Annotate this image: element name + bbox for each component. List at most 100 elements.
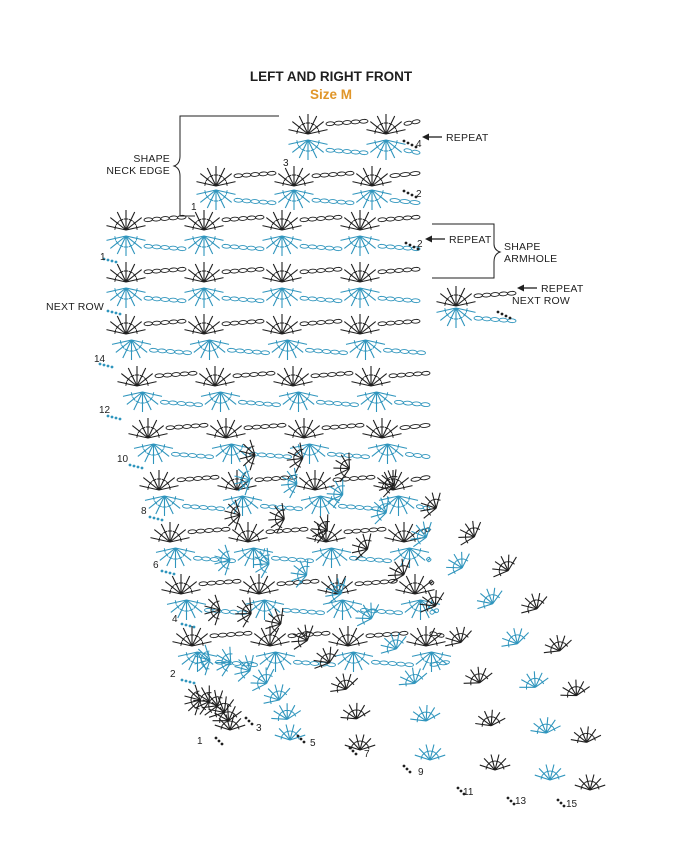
chart-subtitle: Size M xyxy=(310,87,352,102)
shell-stitch xyxy=(262,262,302,283)
slip-stitch xyxy=(410,143,414,147)
chain-stitch xyxy=(310,578,320,584)
chain-stitch xyxy=(255,266,265,272)
slip-stitch xyxy=(404,241,408,245)
chain-stitch xyxy=(316,268,326,273)
shell-stitch xyxy=(200,391,241,412)
chain-stitch xyxy=(287,557,298,562)
chain-stitch xyxy=(190,504,200,510)
chain-stitch xyxy=(411,246,421,252)
shell-stitch xyxy=(355,602,380,627)
chain-stitch xyxy=(143,243,153,249)
shell-stitch xyxy=(333,452,352,483)
chain-stitch xyxy=(267,170,277,176)
chain-stitch xyxy=(307,609,317,615)
chain-stitch xyxy=(238,216,248,221)
curved-row xyxy=(194,644,306,741)
chain-stitch xyxy=(246,245,257,251)
chain-stitch xyxy=(250,199,260,204)
chain-stitch xyxy=(229,216,240,222)
chain-stitch xyxy=(354,581,364,587)
chain-stitch xyxy=(282,528,292,533)
slip-stitch xyxy=(136,465,140,469)
chain-stitch xyxy=(176,401,187,406)
shell-stitch xyxy=(267,339,308,360)
chain-stitch xyxy=(290,527,301,533)
chain-stitch xyxy=(411,214,421,220)
next-row-left-label: NEXT ROW xyxy=(46,301,104,313)
chain-stitch xyxy=(379,660,389,666)
stitch-row xyxy=(196,166,421,187)
chain-stitch xyxy=(299,217,309,223)
chain-stitch xyxy=(285,505,295,511)
slip-stitch xyxy=(562,804,566,808)
shell-stitch xyxy=(195,366,235,387)
chain-stitch xyxy=(350,149,361,155)
chain-stitch xyxy=(199,422,209,428)
slip-stitch xyxy=(180,678,184,682)
chain-stitch xyxy=(419,423,431,428)
chain-stitch xyxy=(187,529,197,535)
chain-stitch xyxy=(371,659,381,665)
chain-stitch xyxy=(160,320,170,325)
chain-stitch xyxy=(151,244,162,250)
shell-stitch xyxy=(345,339,386,360)
chain-stitch xyxy=(229,296,240,302)
slip-stitch xyxy=(110,310,114,314)
chain-stitch xyxy=(221,269,231,275)
chain-stitch xyxy=(473,315,483,321)
slip-stitch xyxy=(302,740,306,744)
chain-stitch xyxy=(377,269,387,275)
slip-stitch xyxy=(402,189,406,193)
chain-stitch xyxy=(408,349,418,355)
chain-stitch xyxy=(402,267,413,273)
shell-stitch xyxy=(446,551,470,576)
chain-stitch xyxy=(330,349,340,355)
chain-stitch xyxy=(413,453,423,458)
chain-stitch xyxy=(204,454,214,460)
chain-stitch xyxy=(377,243,387,249)
chain-stitch xyxy=(258,171,269,177)
chain-stitch xyxy=(335,371,346,377)
neck-edge-bracket xyxy=(172,115,279,217)
chain-stitch xyxy=(238,245,248,250)
chain-stitch xyxy=(321,425,331,431)
shell-stitch xyxy=(262,210,302,231)
chain-stitch xyxy=(271,402,281,408)
shell-stitch xyxy=(420,492,441,519)
chain-stitch xyxy=(160,399,170,405)
chain-stitch xyxy=(316,399,326,405)
chain-stitch xyxy=(420,402,431,408)
chain-stitch xyxy=(490,317,500,322)
chain-stitch xyxy=(307,244,318,250)
chain-stitch xyxy=(255,318,265,324)
shell-stitch xyxy=(366,114,406,135)
shell-stitch xyxy=(366,139,406,160)
chain-stitch xyxy=(410,476,421,482)
shell-stitch xyxy=(106,235,146,256)
chain-stitch xyxy=(184,476,195,482)
chain-stitch xyxy=(293,506,303,512)
shell-stitch xyxy=(106,314,146,335)
chain-stitch xyxy=(490,292,500,297)
slip-stitch xyxy=(456,786,460,790)
shell-stitch xyxy=(144,495,185,516)
chain-stitch xyxy=(403,120,413,126)
chain-stitch xyxy=(223,579,234,585)
row-number-bottom: 15 xyxy=(566,799,578,810)
chain-stitch xyxy=(385,216,396,222)
chain-stitch xyxy=(248,662,258,668)
slip-stitch xyxy=(132,464,136,468)
row-number-arm: 2 xyxy=(417,239,423,250)
shell-stitch xyxy=(193,685,212,715)
chain-stitch xyxy=(267,200,277,206)
shell-stitch xyxy=(367,443,408,464)
chain-stitch xyxy=(151,268,162,274)
chain-stitch xyxy=(394,399,404,405)
chain-stitch xyxy=(165,425,175,431)
chain-stitch xyxy=(345,170,355,176)
slip-stitch xyxy=(414,145,418,149)
chain-stitch xyxy=(299,269,309,275)
chain-stitch xyxy=(413,371,423,377)
